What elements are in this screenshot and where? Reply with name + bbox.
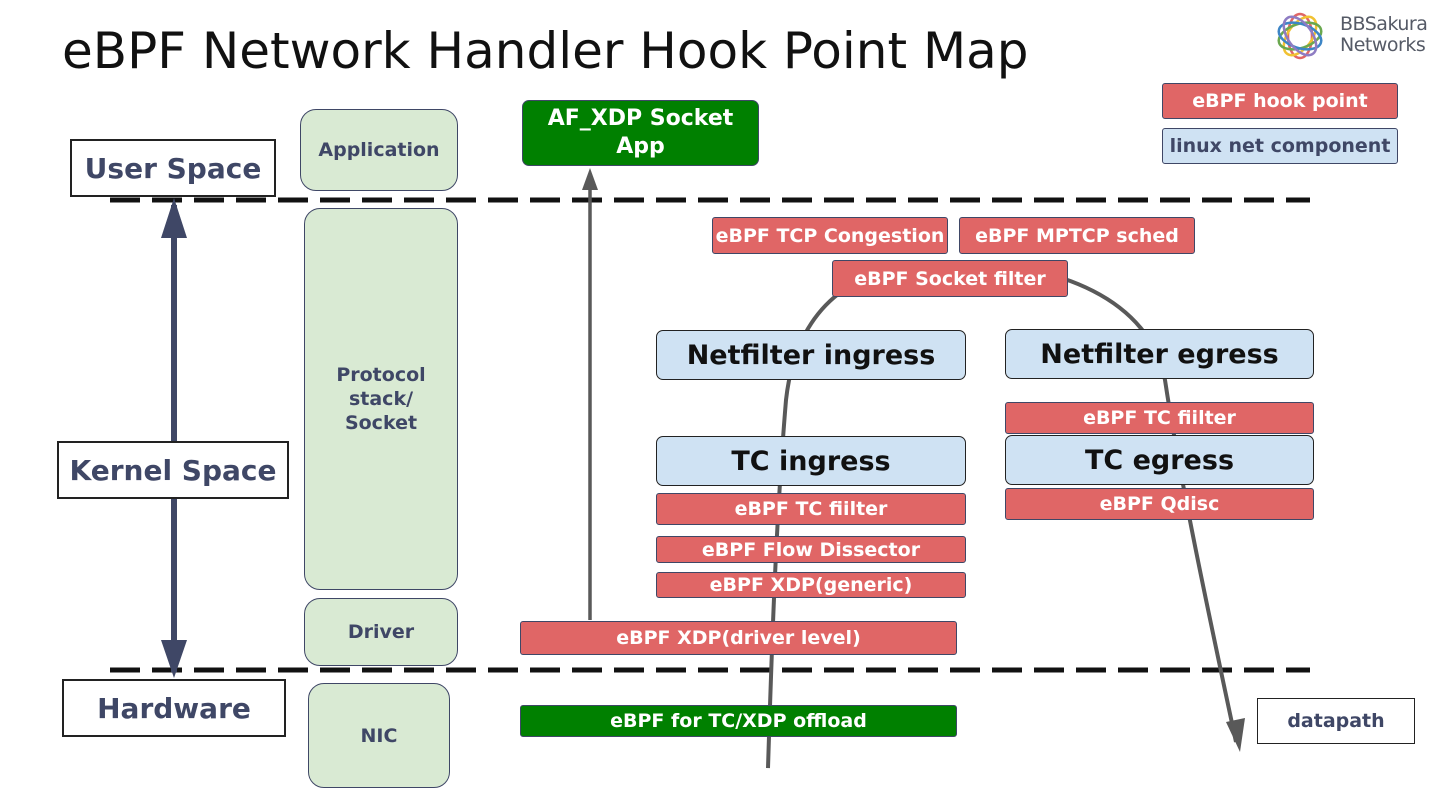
kernel-space-label: Kernel Space <box>57 441 289 499</box>
af-xdp-socket-app: AF_XDP Socket App <box>522 100 759 166</box>
hook-flow-dissector: eBPF Flow Dissector <box>656 536 966 563</box>
hook-qdisc: eBPF Qdisc <box>1005 488 1314 520</box>
hook-xdp-generic: eBPF XDP(generic) <box>656 572 966 598</box>
hook-xdp-driver-level: eBPF XDP(driver level) <box>520 621 957 655</box>
hook-tc-filter-egress: eBPF TC fiilter <box>1005 402 1314 434</box>
protocol-stack-box: Protocol stack/ Socket <box>304 208 458 590</box>
datapath-arrow-head <box>1226 718 1245 752</box>
logo-line-1: BBSakura <box>1340 13 1428 35</box>
logo: BBSakura Networks <box>1340 13 1428 56</box>
netfilter-ingress-box: Netfilter ingress <box>656 330 966 380</box>
hook-socket-filter: eBPF Socket filter <box>832 260 1068 297</box>
bbsakura-flower-icon <box>1277 12 1323 60</box>
tc-ingress-box: TC ingress <box>656 436 966 486</box>
hardware-label: Hardware <box>62 679 286 737</box>
hook-mptcp-sched: eBPF MPTCP sched <box>959 217 1195 254</box>
legend-net-component: linux net component <box>1162 128 1398 164</box>
arrow-up-head <box>161 198 187 238</box>
nic-box: NIC <box>308 683 450 788</box>
netfilter-egress-box: Netfilter egress <box>1005 329 1314 379</box>
application-box: Application <box>300 109 458 191</box>
logo-line-2: Networks <box>1340 34 1426 56</box>
hook-tcp-congestion: eBPF TCP Congestion <box>712 217 948 254</box>
af-xdp-arrow-head <box>582 168 598 190</box>
hook-tc-xdp-offload: eBPF for TC/XDP offload <box>520 705 957 737</box>
hook-tc-filter-ingress: eBPF TC fiilter <box>656 493 966 525</box>
user-space-label: User Space <box>70 139 276 197</box>
page-title: eBPF Network Handler Hook Point Map <box>62 22 1029 80</box>
driver-box: Driver <box>304 598 458 666</box>
legend-hook-point: eBPF hook point <box>1162 83 1398 119</box>
tc-egress-box: TC egress <box>1005 435 1314 485</box>
arrow-down-head <box>161 640 187 678</box>
datapath-label: datapath <box>1257 698 1415 744</box>
